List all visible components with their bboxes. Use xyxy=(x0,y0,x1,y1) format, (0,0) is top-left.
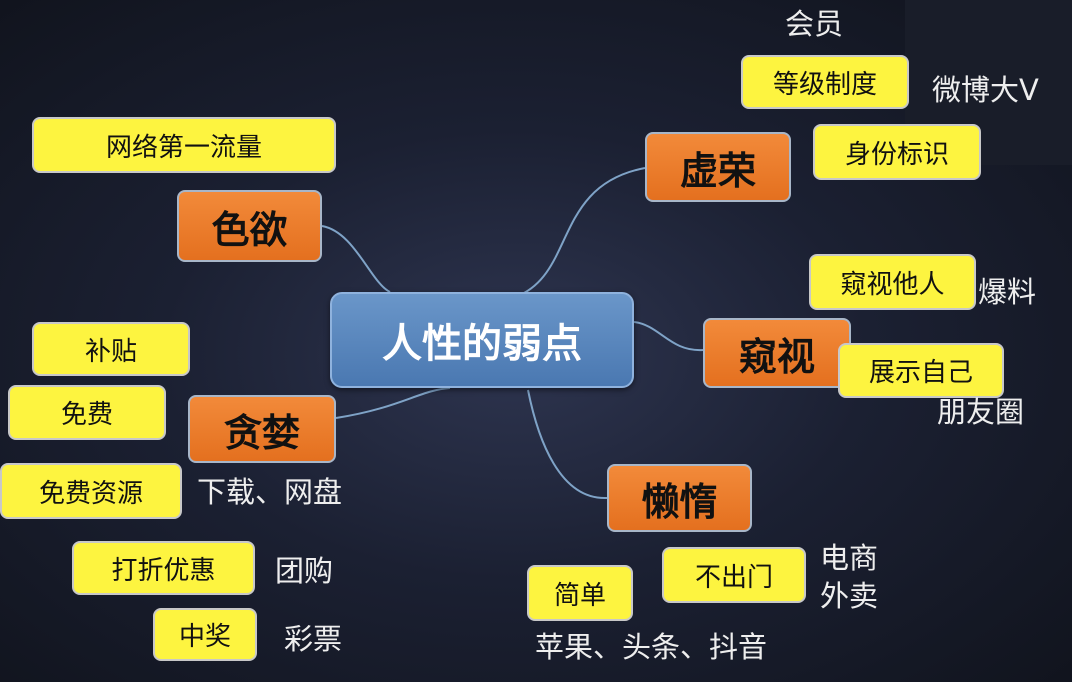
note-weibo-v: 微博大V xyxy=(932,73,1039,107)
note-apps: 苹果、头条、抖音 xyxy=(535,630,768,664)
note-takeout: 外卖 xyxy=(820,579,879,613)
link-vanity xyxy=(519,167,646,296)
note-moments: 朋友圈 xyxy=(937,395,1025,429)
link-lust xyxy=(321,225,391,293)
center-node[interactable]: 人性的弱点 xyxy=(330,292,634,388)
tag-lottery-win[interactable]: 中奖 xyxy=(153,608,257,661)
tag-level-system[interactable]: 等级制度 xyxy=(741,55,909,109)
note-scoop: 爆料 xyxy=(978,275,1037,309)
tag-free-resources[interactable]: 免费资源 xyxy=(0,463,182,519)
tag-top-traffic[interactable]: 网络第一流量 xyxy=(32,117,336,173)
link-peep xyxy=(633,321,704,352)
note-download-netdisk: 下载、网盘 xyxy=(197,475,343,509)
note-lottery: 彩票 xyxy=(284,622,343,656)
tag-discount[interactable]: 打折优惠 xyxy=(72,541,255,595)
tag-subsidy[interactable]: 补贴 xyxy=(32,322,190,376)
link-lazy xyxy=(527,389,608,500)
tag-stay-home[interactable]: 不出门 xyxy=(662,547,806,603)
category-lazy[interactable]: 懒惰 xyxy=(607,464,752,532)
category-greed[interactable]: 贪婪 xyxy=(188,395,336,463)
category-peep[interactable]: 窥视 xyxy=(703,318,851,388)
category-lust[interactable]: 色欲 xyxy=(177,190,322,262)
note-group-buy: 团购 xyxy=(275,554,334,588)
tag-simple[interactable]: 简单 xyxy=(527,565,633,621)
tag-peep-others[interactable]: 窥视他人 xyxy=(809,254,976,310)
tag-show-self[interactable]: 展示自己 xyxy=(838,343,1004,398)
tag-identity-mark[interactable]: 身份标识 xyxy=(813,124,981,180)
tag-free[interactable]: 免费 xyxy=(8,385,166,440)
link-greed xyxy=(335,387,451,419)
category-vanity[interactable]: 虚荣 xyxy=(645,132,791,202)
note-member: 会员 xyxy=(785,7,844,41)
note-ecommerce: 电商 xyxy=(820,541,879,575)
